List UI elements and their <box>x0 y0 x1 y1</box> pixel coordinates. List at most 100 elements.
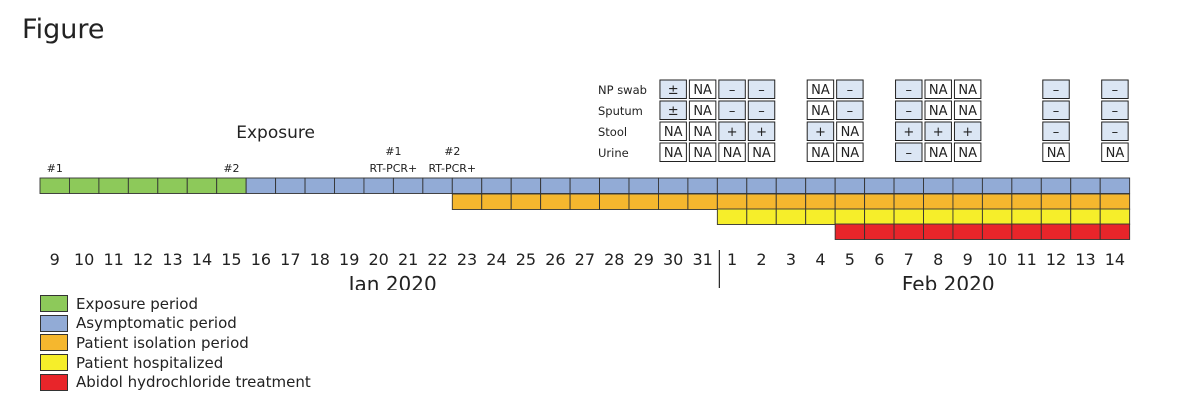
test-result-cell <box>718 100 746 120</box>
test-result-cell <box>895 100 923 120</box>
test-result-cell <box>953 142 982 162</box>
day-label: 10 <box>987 250 1007 269</box>
test-result-value: – <box>1053 83 1060 98</box>
test-result-cell <box>806 100 835 120</box>
isolation-bar-cell <box>510 193 542 210</box>
test-result-value: – <box>758 104 765 119</box>
test-result-value: – <box>847 104 854 119</box>
isolation-bar-cell <box>1099 193 1131 210</box>
test-result-value: – <box>1053 125 1060 140</box>
day-label: 21 <box>398 250 418 269</box>
hospitalized-bar-cell <box>1099 208 1131 225</box>
test-result-cell <box>895 142 923 162</box>
test-result-cell <box>924 100 952 120</box>
asymptomatic-bar-cell <box>540 177 571 194</box>
day-label: 3 <box>786 250 796 269</box>
test-result-value: NA <box>693 125 712 140</box>
asymptomatic-bar-cell <box>392 177 424 194</box>
hospitalized-bar-cell <box>981 208 1013 225</box>
test-result-cell <box>895 79 923 99</box>
day-label: 25 <box>516 250 536 269</box>
test-result-cell <box>688 79 717 99</box>
abidol-bar-cell <box>1099 223 1131 240</box>
legend-item-abidol: Abidol hydrochloride treatment <box>40 372 311 392</box>
day-label: 29 <box>634 250 654 269</box>
test-result-cell <box>836 79 864 99</box>
legend-label: Patient isolation period <box>76 333 249 352</box>
test-result-value: – <box>1112 125 1119 140</box>
day-label: 17 <box>280 250 300 269</box>
isolation-bar-cell <box>775 193 807 210</box>
test-result-value: NA <box>929 146 948 161</box>
hospitalized-bar-cell <box>746 208 777 225</box>
hospitalized-bar-cell <box>1011 208 1042 225</box>
test-result-value: + <box>815 125 826 140</box>
day-label: 30 <box>663 250 683 269</box>
legend-swatch <box>40 354 68 372</box>
isolation-bar-cell <box>746 193 777 210</box>
abidol-bar-cell <box>893 223 924 240</box>
day-label: 13 <box>1075 250 1095 269</box>
test-results-table: NP swabSputumStoolUrine±±NANANANANANA––+… <box>598 79 1129 162</box>
abidol-bar-cell <box>923 223 954 240</box>
hospitalized-bar-cell <box>864 208 895 225</box>
asymptomatic-bar-cell <box>275 177 306 194</box>
day-label: 16 <box>251 250 271 269</box>
exposure-bar-cell <box>39 177 70 194</box>
day-label: 27 <box>575 250 595 269</box>
legend-item-exposure: Exposure period <box>40 294 311 314</box>
legend-swatch <box>40 314 68 332</box>
test-result-cell <box>836 121 864 141</box>
test-row-label: Stool <box>598 125 627 139</box>
legend-swatch <box>40 334 68 352</box>
asymptomatic-bar-cell <box>1099 177 1131 194</box>
asymptomatic-bar-cell <box>952 177 983 194</box>
test-result-cell <box>1042 79 1070 99</box>
isolation-bar-cell <box>599 193 630 210</box>
asymptomatic-bar-cell <box>775 177 807 194</box>
test-result-cell <box>747 121 776 141</box>
day-label: 14 <box>192 250 212 269</box>
test-row-label: Sputum <box>598 104 643 118</box>
rt-pcr-label: RT-PCR+ <box>428 162 476 175</box>
event-number-label: #1 <box>385 145 401 158</box>
month-label: Jan 2020 <box>347 272 437 290</box>
abidol-bar-cell <box>1040 223 1072 240</box>
day-label: 1 <box>727 250 737 269</box>
asymptomatic-bar-cell <box>334 177 365 194</box>
asymptomatic-bar-cell <box>481 177 512 194</box>
test-result-value: – <box>847 83 854 98</box>
test-result-value: NA <box>811 83 830 98</box>
abidol-bar-cell <box>1070 223 1101 240</box>
asymptomatic-bar-cell <box>510 177 542 194</box>
hospitalized-bar-cell <box>952 208 983 225</box>
isolation-bar-cell <box>540 193 571 210</box>
test-result-cell <box>688 100 717 120</box>
hospitalized-bar-cell <box>1070 208 1101 225</box>
asymptomatic-bar-cell <box>628 177 659 194</box>
legend-label: Patient hospitalized <box>76 353 224 372</box>
asymptomatic-bar-cell <box>658 177 689 194</box>
day-label: 15 <box>221 250 241 269</box>
asymptomatic-bar-cell <box>599 177 630 194</box>
legend-item-asymptomatic: Asymptomatic period <box>40 314 311 334</box>
day-label: 24 <box>486 250 506 269</box>
test-result-value: NA <box>929 104 948 119</box>
event-number-label: #2 <box>444 145 460 158</box>
isolation-bar-cell <box>687 193 718 210</box>
legend-label: Exposure period <box>76 294 198 313</box>
test-result-cell <box>1101 121 1129 141</box>
test-result-value: – <box>906 83 913 98</box>
test-result-cell <box>1042 100 1070 120</box>
test-result-value: ± <box>668 104 679 119</box>
test-result-cell <box>747 142 776 162</box>
test-result-cell <box>806 121 835 141</box>
test-result-value: NA <box>958 146 977 161</box>
asymptomatic-bar-cell <box>805 177 836 194</box>
isolation-bar-cell <box>923 193 954 210</box>
test-result-value: + <box>727 125 738 140</box>
test-result-value: NA <box>811 146 830 161</box>
test-result-value: NA <box>664 125 683 140</box>
test-row-label: NP swab <box>598 83 647 97</box>
